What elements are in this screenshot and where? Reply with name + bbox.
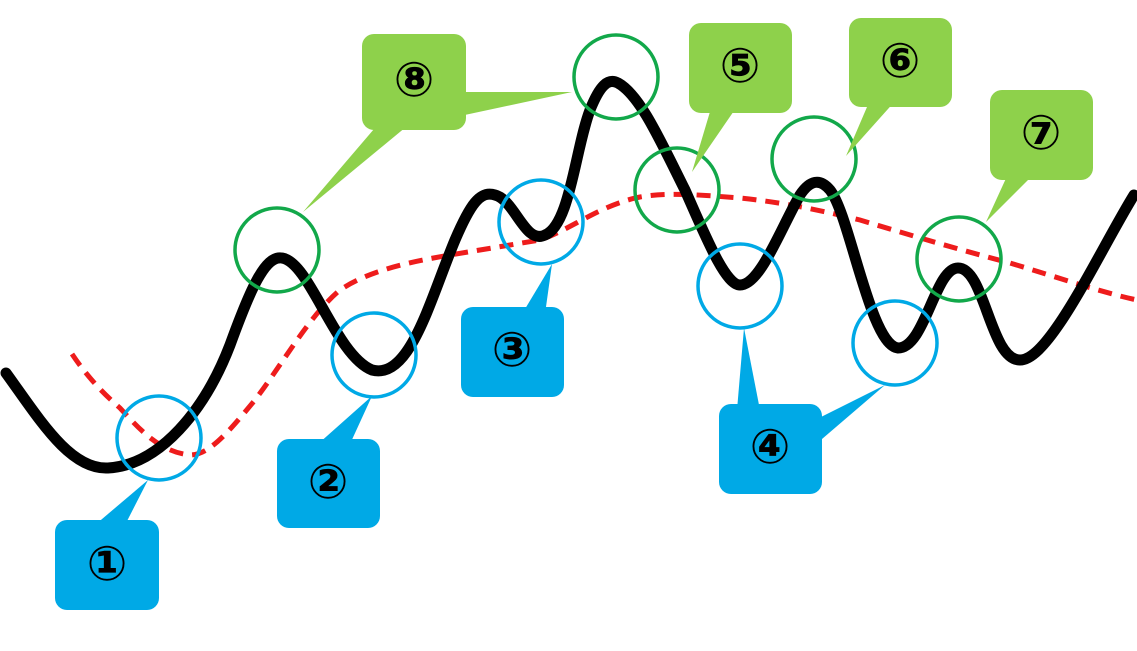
marker-circle-blue (851, 299, 939, 387)
callout-pointer (318, 396, 372, 444)
callout-box (719, 404, 822, 494)
callout-box (461, 307, 564, 397)
callout-1: ① (55, 480, 159, 610)
callout-box (277, 439, 380, 528)
marker-circle-green (572, 33, 660, 121)
callout-label: ⑤ (720, 38, 761, 94)
callout-pointer (692, 105, 738, 172)
callout-label: ⑥ (880, 33, 921, 89)
callout-label: ① (87, 536, 128, 592)
callout-box (849, 18, 952, 107)
marker-circle-green (915, 215, 1003, 303)
marker-circle-blue (696, 242, 784, 330)
price-line (0, 76, 1137, 474)
marker-circle-blue (330, 311, 418, 399)
callout-5: ⑤ (689, 23, 792, 172)
callout-2: ② (277, 396, 380, 528)
callout-pointer (522, 264, 552, 314)
callout-pointer (846, 100, 896, 156)
callout-7: ⑦ (986, 90, 1093, 222)
callout-3: ③ (461, 264, 564, 397)
callout-box (990, 90, 1093, 180)
callout-label: ⑧ (394, 52, 435, 108)
marker-circle-green (633, 146, 721, 234)
callout-label: ④ (750, 419, 791, 475)
marker-circle-green (770, 115, 858, 203)
marker-circle-blue (115, 394, 203, 482)
callout-pointer (303, 122, 412, 212)
marker-circle-blue (497, 178, 585, 266)
callout-box (55, 520, 159, 610)
callout-pointer (460, 92, 572, 116)
callout-pointer (986, 174, 1034, 222)
callout-label: ⑦ (1021, 105, 1062, 161)
callout-box (362, 34, 466, 130)
callout-box (689, 23, 792, 113)
callout-pointer (95, 480, 148, 525)
callout-4: ④ (719, 328, 885, 494)
marker-circle-green (233, 206, 321, 294)
callout-label: ② (308, 454, 349, 510)
callout-6: ⑥ (846, 18, 952, 156)
callout-8: ⑧ (303, 34, 572, 212)
callout-pointer (815, 385, 885, 445)
callout-pointer (737, 328, 760, 410)
callout-label: ③ (492, 322, 533, 378)
moving-average-dashed-line (69, 191, 1137, 458)
